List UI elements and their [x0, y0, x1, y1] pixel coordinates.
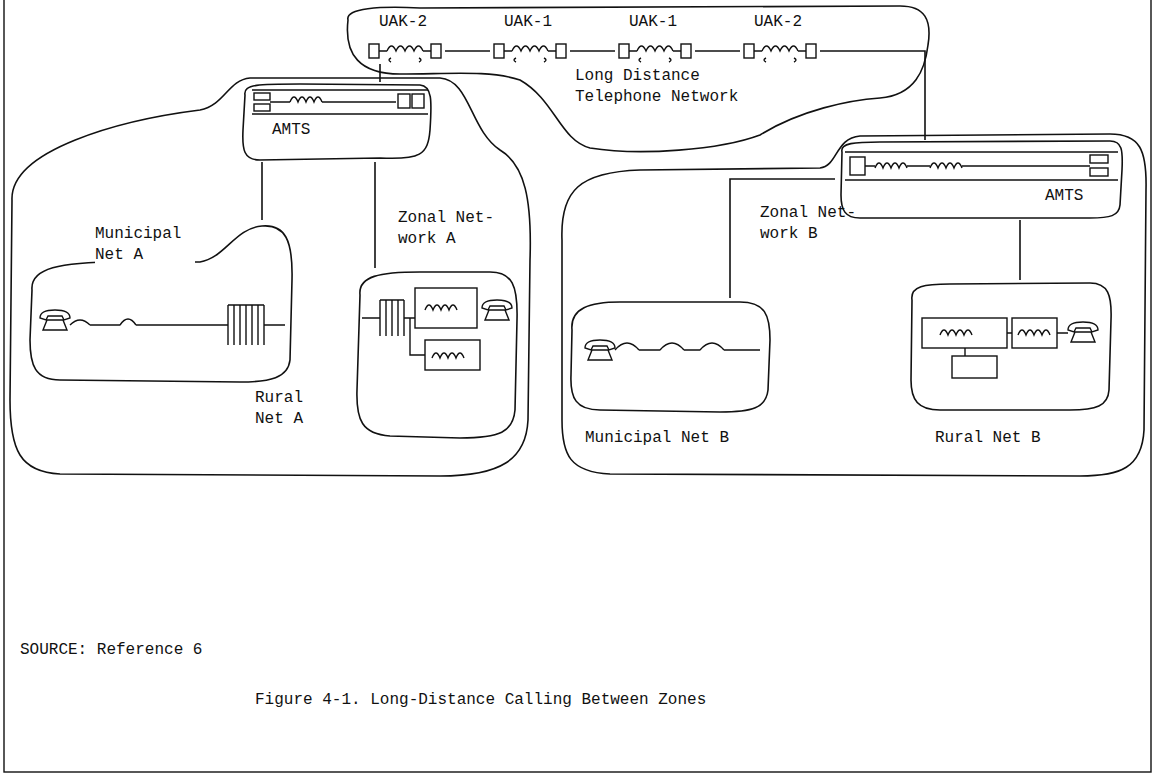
region-label: UAK-1	[504, 12, 552, 33]
region-label: Rural Net B	[935, 428, 1041, 449]
region-outline	[905, 280, 1120, 452]
region-outline-path	[571, 302, 770, 412]
figure-frame	[4, 0, 1151, 772]
region-label: Long Distance Telephone Network	[575, 66, 750, 108]
repeater-unit: UAK-2	[740, 12, 820, 64]
municipal-exchange	[585, 340, 760, 360]
region-label-slot: AMTS	[1045, 186, 1105, 207]
region-label: UAK-2	[754, 12, 802, 33]
zonal-network-region: Zonal Net- work A AMTS Municipal Net A Rura…	[5, 58, 535, 482]
region-label: Rural Net A	[255, 388, 315, 430]
municipal-net-region: Municipal Net A	[25, 220, 295, 385]
rural-exchange	[362, 288, 512, 370]
region-label: UAK-2	[379, 12, 427, 33]
amts-region: AMTS	[835, 140, 1125, 220]
region-label-slot: Zonal Net- work A	[398, 208, 503, 250]
region-label: AMTS	[1045, 186, 1083, 207]
rural-exchange	[922, 318, 1098, 378]
region-label-slot: UAK-1	[629, 12, 689, 33]
region-label-slot: Municipal Net B	[585, 428, 755, 449]
region-label: Municipal Net A	[95, 224, 195, 266]
amts-equipment	[845, 152, 1118, 180]
region-label-slot: Zonal Net- work B	[760, 203, 865, 245]
region-label-slot: Rural Net B	[935, 428, 1065, 449]
region-label-slot: UAK-2	[379, 12, 439, 33]
trunk-line	[374, 162, 376, 268]
trunk-line	[1019, 220, 1021, 280]
region-label: Zonal Net- work B	[760, 203, 865, 245]
region-outline-path	[357, 272, 517, 438]
repeater-unit: UAK-1	[615, 12, 695, 64]
trunk-line	[379, 64, 381, 82]
region-label: UAK-1	[629, 12, 677, 33]
region-outline	[240, 82, 432, 162]
source-note-slot: SOURCE: Reference 6	[20, 640, 280, 661]
source-note: SOURCE: Reference 6	[20, 640, 202, 661]
region-label: Municipal Net B	[585, 428, 729, 449]
region-outline	[835, 140, 1125, 220]
repeater-unit: UAK-2	[365, 12, 445, 64]
municipal-net-region: Municipal Net B	[565, 298, 775, 452]
figure-caption-slot: Figure 4-1. Long-Distance Calling Betwee…	[255, 690, 895, 711]
rural-net-region: Rural Net A	[250, 268, 520, 442]
municipal-exchange	[40, 305, 285, 345]
amts-region: AMTS	[240, 82, 432, 162]
region-outline-path	[243, 84, 431, 160]
zonal-network-region: Zonal Net- work B AMTS Municipal Net B Rura…	[555, 128, 1150, 480]
region-outline-path	[562, 134, 1146, 476]
trunk-line	[261, 162, 263, 220]
repeater-symbols	[369, 44, 816, 62]
trunk-line	[570, 50, 615, 52]
region-outline-path	[841, 141, 1122, 218]
region-label-slot: Long Distance Telephone Network	[575, 66, 750, 108]
region-label: Zonal Net- work A	[398, 208, 503, 250]
region-label-slot: UAK-2	[754, 12, 814, 33]
region-outline-path	[911, 283, 1111, 410]
rural-net-region: Rural Net B	[905, 280, 1120, 452]
region-outline-path	[10, 78, 530, 476]
trunk-line	[695, 50, 740, 52]
region-label-slot: AMTS	[272, 120, 332, 141]
amts-equipment	[252, 90, 428, 114]
region-label-slot: UAK-1	[504, 12, 564, 33]
region-label-slot: Rural Net A	[255, 388, 315, 430]
figure-caption: Figure 4-1. Long-Distance Calling Betwee…	[255, 690, 706, 711]
region-label: AMTS	[272, 120, 310, 141]
region-label-slot: Municipal Net A	[95, 224, 195, 266]
trunk-line	[820, 51, 925, 140]
repeater-unit: UAK-1	[490, 12, 570, 64]
trunk-line	[445, 50, 490, 52]
